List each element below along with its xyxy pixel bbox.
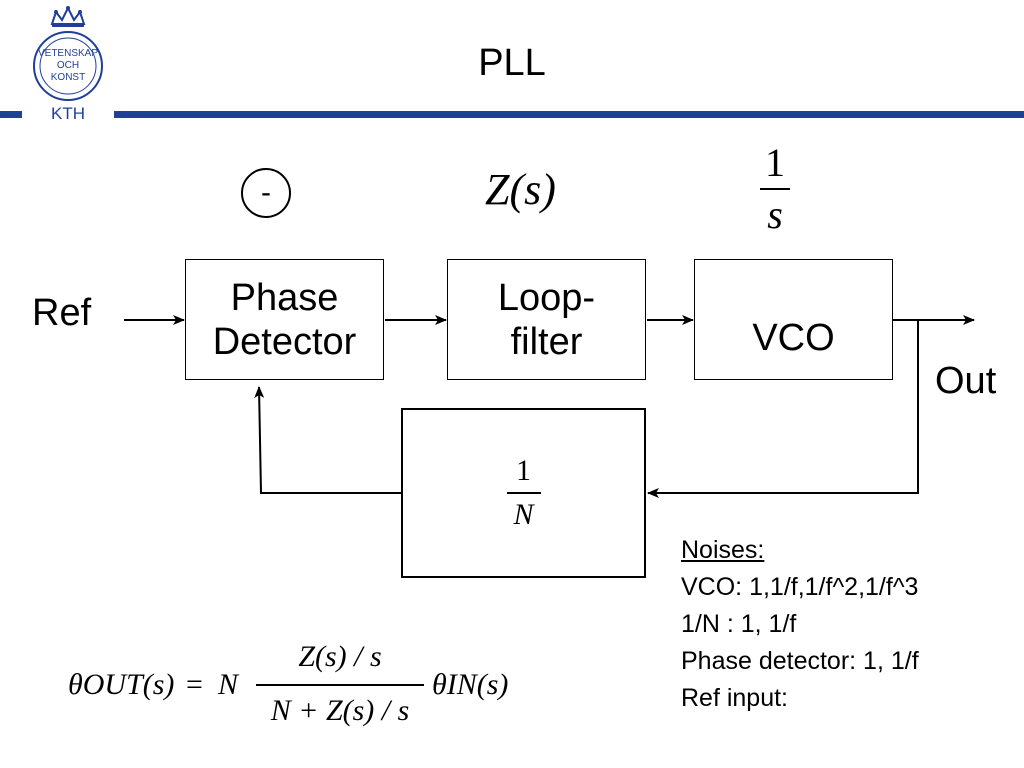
vco-tf-fraction-bar xyxy=(760,188,790,190)
logo-line-1: VETENSKAP xyxy=(37,48,99,59)
logo-line-3: KONST xyxy=(50,72,86,83)
formula-numerator: Z(s) / s xyxy=(298,640,382,673)
feedback-right xyxy=(647,320,919,498)
formula-rhs: θIN(s) xyxy=(432,668,509,701)
loop-filter-transfer-function: Z(s) xyxy=(485,165,556,214)
minus-sign: - xyxy=(261,176,271,209)
formula-equals: = xyxy=(186,668,203,701)
divider-denominator: N xyxy=(513,497,534,531)
kth-seal-icon xyxy=(33,5,103,101)
noises-list: Noises: VCO: 1,1/f,1/f^2,1/f^3 1/N : 1, … xyxy=(681,532,919,717)
divider-block: 1 N xyxy=(401,408,646,578)
kth-logo: VETENSKAP OCH KONST xyxy=(22,4,114,128)
vco-block: VCO xyxy=(694,259,893,380)
divider-fraction-bar xyxy=(506,492,541,494)
header-divider xyxy=(0,111,1024,118)
loop-filter-line-1: Loop- xyxy=(497,276,596,319)
feedback-left xyxy=(254,386,401,494)
divider-numerator: 1 xyxy=(516,454,531,488)
formula-coefficient: N xyxy=(218,668,239,701)
noise-item: Phase detector: 1, 1/f xyxy=(681,647,919,675)
page-title: PLL xyxy=(478,42,546,84)
loop-filter-line-2: filter xyxy=(510,320,583,363)
vco-label: VCO xyxy=(752,316,835,359)
noise-item: VCO: 1,1/f,1/f^2,1/f^3 xyxy=(681,573,919,601)
logo-name: KTH xyxy=(51,104,85,123)
formula-lhs: θOUT(s) xyxy=(68,668,175,701)
formula-fraction-bar xyxy=(256,684,424,686)
noise-item: 1/N : 1, 1/f xyxy=(681,610,797,638)
loop-filter-block: Loop- filter xyxy=(447,259,646,380)
logo-line-2: OCH xyxy=(56,60,80,71)
closed-loop-formula: θOUT(s) = N Z(s) / s N + Z(s) / s θIN(s) xyxy=(68,640,528,740)
vco-transfer-function: 1 s xyxy=(755,142,795,236)
phase-detector-sign: - xyxy=(241,168,291,218)
noises-heading: Noises: xyxy=(681,536,765,564)
noise-item: Ref input: xyxy=(681,684,789,712)
vco-tf-numerator: 1 xyxy=(765,140,785,185)
formula-denominator: N + Z(s) / s xyxy=(270,694,410,727)
phase-detector-line-2: Detector xyxy=(212,320,357,363)
phase-detector-block: Phase Detector xyxy=(185,259,384,380)
out-label: Out xyxy=(935,360,997,402)
vco-tf-denominator: s xyxy=(767,191,783,237)
phase-detector-line-1: Phase xyxy=(230,276,339,319)
ref-label: Ref xyxy=(32,292,92,334)
